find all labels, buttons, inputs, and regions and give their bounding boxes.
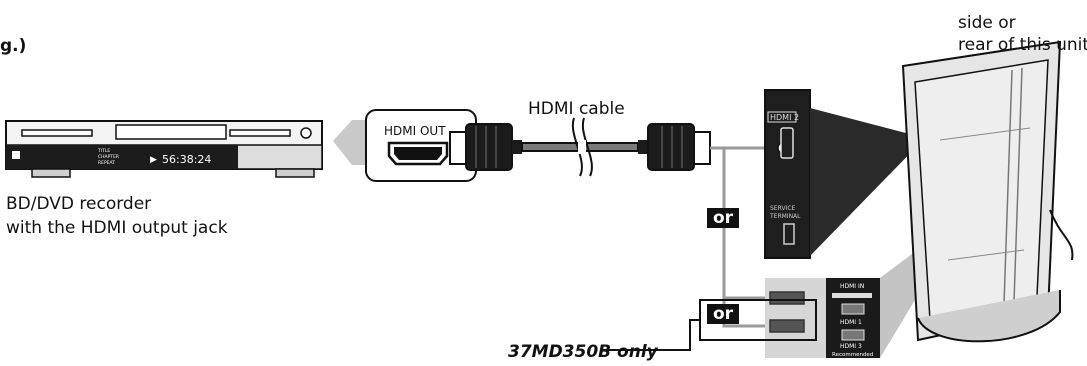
side-hdmi-label: HDMI 2 — [770, 113, 799, 122]
recorder-time-display: 56:38:24 — [162, 153, 211, 166]
unit-caption-line1: side or — [958, 13, 1016, 33]
or-badge-rear: or — [707, 304, 740, 324]
rear-hdmi-in-label: HDMI IN — [840, 283, 864, 290]
hdmi-cable — [449, 117, 711, 177]
rear-recommended-label: Recommended — [832, 352, 873, 358]
rear-hdmi1-label: HDMI 1 — [840, 319, 862, 326]
hdmi-cable-label: HDMI cable — [528, 99, 625, 119]
service-terminal-label-2: TERMINAL — [769, 213, 801, 220]
unit-caption-line2: rear of this unit — [958, 35, 1087, 55]
tv-side-panel: HDMI 2 SERVICE TERMINAL — [764, 89, 811, 259]
recorder-chapter-label: CHAPTER — [98, 154, 119, 160]
television — [901, 40, 1074, 343]
recorder-title-label: TITLE — [97, 148, 110, 154]
partial-heading-text: g.) — [0, 36, 27, 56]
zoom-wedge-recorder — [333, 120, 366, 165]
recorder-caption-line2: with the HDMI output jack — [6, 218, 228, 238]
recorder-caption: BD/DVD recorder with the HDMI output jac… — [6, 192, 228, 240]
zoom-wedge-side — [810, 108, 925, 256]
hdmi-out-label: HDMI OUT — [384, 124, 446, 138]
or-badge-side: or — [707, 208, 740, 228]
tv-rear-panel: HDMI IN HDMI 1 HDMI 3 Recommended — [765, 278, 880, 358]
play-icon: ▶ — [150, 155, 157, 165]
rear-hdmi3-label: HDMI 3 — [840, 343, 862, 350]
recorder-caption-line1: BD/DVD recorder — [6, 194, 152, 214]
unit-caption: side or rear of this unit — [958, 12, 1087, 56]
service-terminal-label-1: SERVICE — [770, 205, 796, 212]
model-note: 37MD350B only — [508, 342, 658, 362]
bd-dvd-recorder: TITLE CHAPTER REPEAT ▶ 56:38:24 — [5, 120, 323, 178]
recorder-repeat-label: REPEAT — [98, 160, 115, 166]
alternative-bracket — [600, 299, 817, 351]
